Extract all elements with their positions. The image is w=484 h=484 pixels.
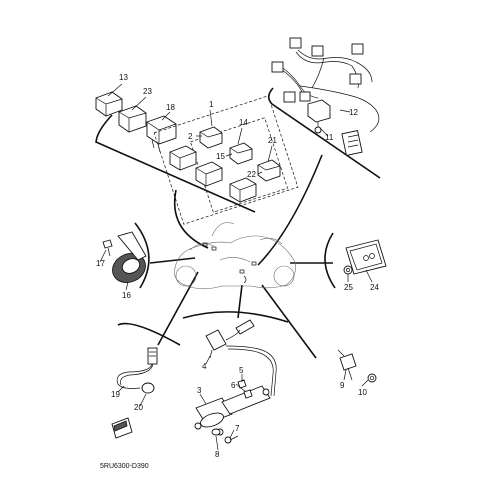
callout-20: 20	[134, 403, 143, 412]
lead-cable	[225, 345, 277, 397]
leader-line	[149, 257, 196, 264]
relay-block-21	[229, 177, 257, 203]
callout-8: 8	[215, 450, 220, 459]
bolt-17	[102, 239, 113, 257]
wire-harness-12	[271, 37, 380, 156]
motorcycle-outline	[174, 222, 296, 290]
relay-block-1	[169, 145, 197, 171]
relay-block-1b	[195, 161, 223, 187]
callout-4: 4	[202, 362, 207, 371]
plate-24	[345, 239, 387, 275]
leader-line	[237, 284, 243, 319]
callout-7: 7	[235, 424, 240, 433]
sensor-lead-19	[116, 347, 158, 389]
relay-block-22	[257, 159, 281, 182]
diagram-code: 5RU6300-D390	[100, 463, 149, 470]
callout-24: 24	[370, 283, 379, 292]
sensor-9	[337, 349, 357, 381]
callout-15: 15	[216, 152, 225, 161]
leader-line	[257, 154, 323, 266]
callout-21: 21	[268, 136, 277, 145]
leader-line	[174, 189, 209, 249]
callout-2: 2	[188, 132, 193, 141]
callout-leaders	[99, 83, 373, 451]
callout-11: 11	[325, 133, 334, 142]
ignition-coil-3	[194, 385, 271, 436]
leader-line	[157, 271, 199, 346]
callout-25: 25	[344, 283, 353, 292]
callout-1: 1	[209, 100, 214, 109]
right-region-border	[324, 232, 336, 289]
relay-18	[146, 115, 177, 153]
leader-line	[261, 284, 317, 359]
callout-10: 10	[358, 388, 367, 397]
callout-19: 19	[111, 390, 120, 399]
upper-left-region-border	[95, 114, 256, 213]
relay-13	[95, 91, 123, 117]
spark-plug-cap-4	[205, 319, 255, 359]
relay-kit-dashed-frame	[153, 95, 299, 225]
lower-center-region-border	[182, 311, 289, 323]
callout-13: 13	[119, 73, 128, 82]
screw-7	[224, 435, 239, 444]
callout-16: 16	[122, 291, 131, 300]
sensor-20	[141, 382, 155, 394]
callout-17: 17	[96, 259, 105, 268]
callout-6: 6	[231, 381, 236, 390]
callout-14: 14	[239, 118, 248, 127]
callout-23: 23	[143, 87, 152, 96]
nut-25	[343, 265, 353, 275]
callout-9: 9	[340, 381, 345, 390]
callout-22: 22	[247, 170, 256, 179]
washer-10	[367, 373, 377, 383]
callout-18: 18	[166, 103, 175, 112]
bracket-part	[111, 417, 133, 439]
callout-12: 12	[349, 108, 358, 117]
horn-16	[112, 231, 147, 283]
callout-3: 3	[197, 386, 202, 395]
relay-block-2	[199, 126, 223, 149]
callout-5: 5	[239, 366, 244, 375]
lower-left-region-border	[117, 322, 181, 346]
left-region-border	[134, 222, 150, 289]
washer-8	[211, 428, 221, 436]
relay-block-14	[229, 142, 253, 165]
